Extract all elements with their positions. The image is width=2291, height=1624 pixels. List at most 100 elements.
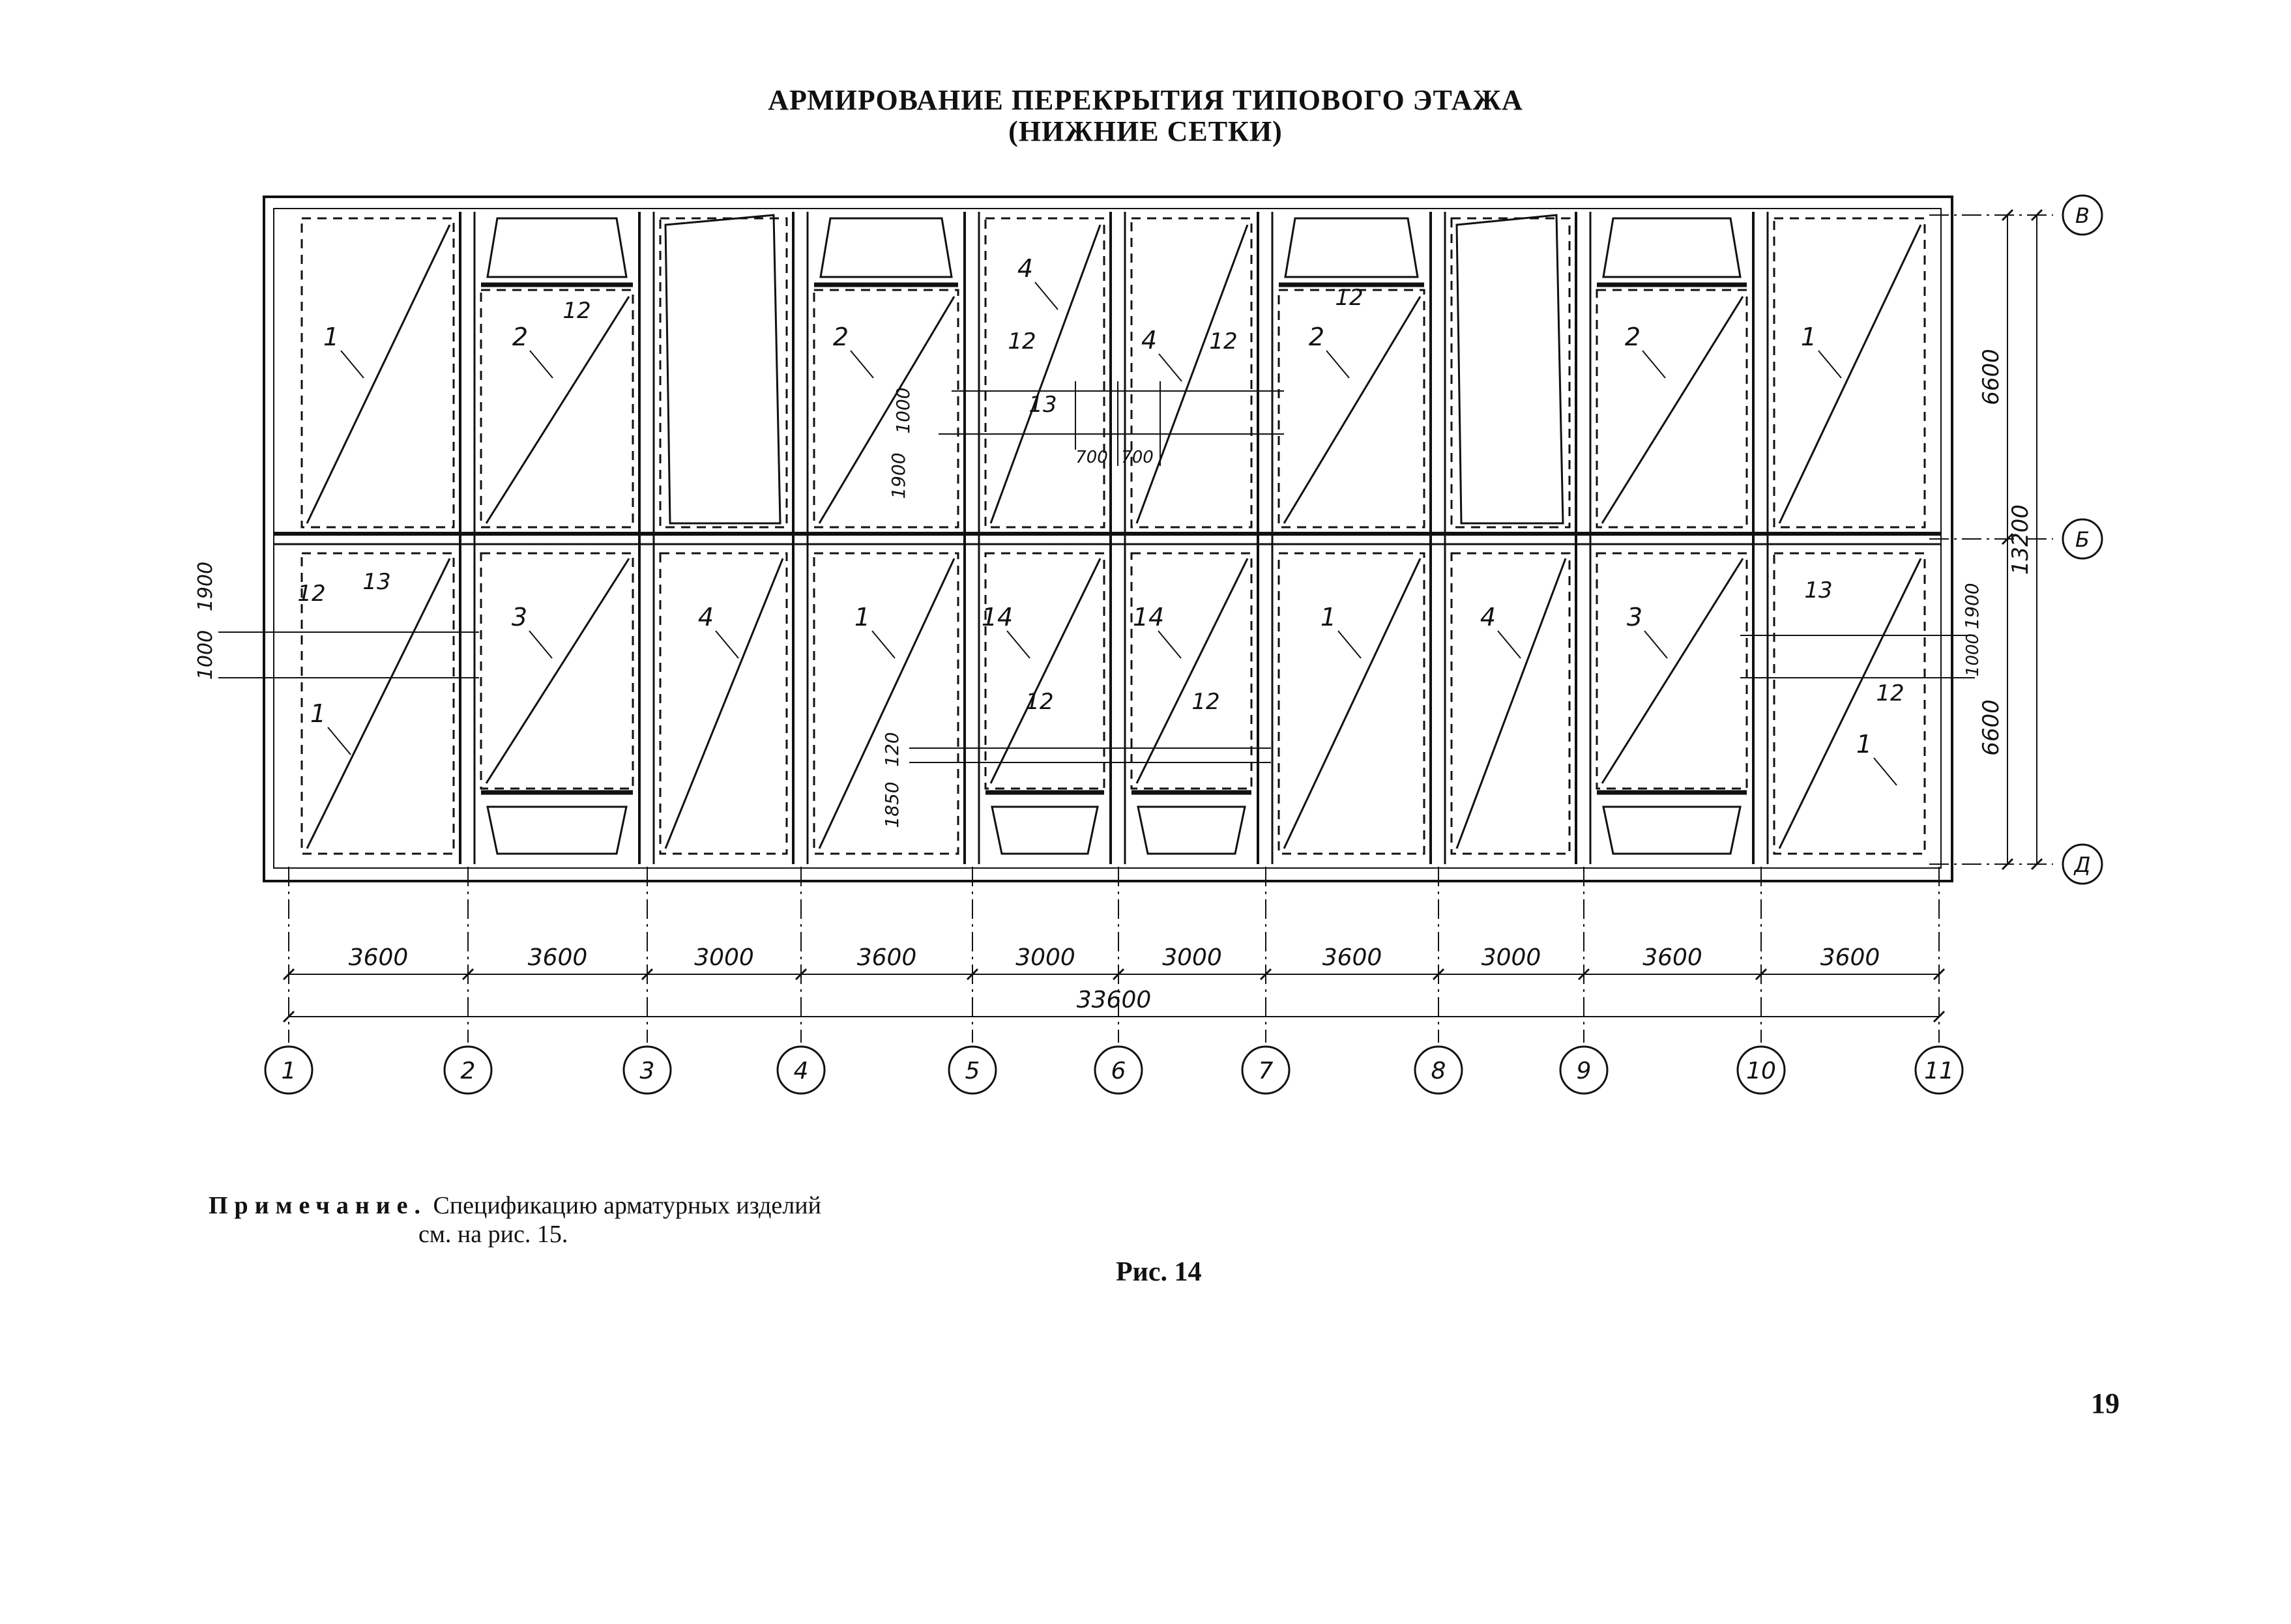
mesh-bottom-4 (813, 552, 959, 855)
mesh-bottom-9 (1596, 552, 1748, 790)
mesh-bottom-2 (480, 552, 634, 790)
axis-label-6: 6 (1111, 1058, 1126, 1084)
span-dimension-1: 3600 (349, 944, 409, 971)
dim-tick (2030, 209, 2043, 222)
mesh-mark-bottom-6: 14 (1133, 603, 1164, 631)
mesh-top-6 (1130, 217, 1253, 529)
edge-mesh-bottom-9 (1602, 805, 1742, 855)
misc-mark-9: 13 (1029, 392, 1057, 418)
mesh-bottom-10 (1773, 552, 1926, 855)
local-dimension-2: 1000 (194, 630, 217, 680)
dim-tick (795, 968, 808, 981)
span-dimension-5: 3000 (1015, 944, 1075, 971)
dim-tick (1933, 968, 1946, 981)
axis-label-1: 1 (282, 1058, 297, 1084)
axis-label-4: 4 (794, 1058, 809, 1084)
mesh-bottom-5 (984, 552, 1105, 790)
span-dimension-2: 3600 (528, 944, 588, 971)
axis-bubble-6 (1094, 1045, 1143, 1095)
edge-mesh-bottom-2 (486, 805, 628, 855)
span-dimension-3: 3000 (694, 944, 754, 971)
mesh-top-diagonal-1 (306, 224, 451, 524)
dim-tick (2001, 858, 2014, 871)
axis-bubble-5 (948, 1045, 997, 1095)
dim-tick (1259, 968, 1272, 981)
mesh-bottom-diagonal-5 (989, 558, 1102, 784)
mesh-top-3 (659, 217, 788, 529)
edge-mesh-top-7 (1284, 217, 1419, 278)
mesh-mark-top-1: 1 (323, 323, 339, 351)
mesh-top-diagonal-6 (1135, 224, 1249, 524)
slab-inner-outline (273, 208, 1942, 869)
mesh-bottom-diagonal-6 (1135, 558, 1249, 784)
leader (1006, 630, 1030, 659)
axis-label-7: 7 (1259, 1058, 1274, 1084)
mesh-top-diagonal-5 (989, 224, 1102, 524)
span-dimension-7: 3600 (1322, 944, 1382, 971)
note-text-line2: см. на рис. 15. (418, 1221, 568, 1248)
mesh-mark-bottom-7: 1 (1321, 603, 1336, 631)
mesh-top-10 (1773, 217, 1926, 529)
mesh-mark-top-2: 2 (512, 323, 528, 351)
leader (1818, 350, 1842, 379)
dim-tick (1933, 1010, 1946, 1023)
local-dimension-10: 700 (1121, 448, 1154, 467)
dim-tick (1577, 968, 1590, 981)
row-bubble-2 (2062, 518, 2103, 560)
mesh-mark-top-7: 2 (1625, 323, 1641, 351)
mesh-top-4 (813, 289, 959, 529)
misc-mark-6: 12 (1025, 689, 1053, 715)
mesh-bottom-diagonal-9 (1601, 558, 1744, 784)
misc-mark-8: 12 (1876, 680, 1904, 706)
leader (1497, 630, 1521, 659)
row-bubble-1 (2062, 194, 2103, 236)
mesh-top-diagonal-7 (1283, 296, 1422, 524)
local-dimension-1: 1900 (194, 562, 217, 611)
dim-tick (2001, 209, 2014, 222)
note: Примечание. Спецификацию арматурных изде… (209, 1191, 821, 1220)
edge-mesh-top-2 (486, 217, 628, 278)
total-dimension: 33600 (1077, 987, 1152, 1013)
mesh-mark-top-3: 2 (833, 323, 849, 351)
local-dimension-5: 1900 (1961, 583, 1983, 629)
leader (1158, 353, 1182, 382)
slab-outline (263, 196, 1953, 882)
trapezoid-mesh-top-3 (664, 214, 781, 525)
axis-bubble-11 (1914, 1045, 1964, 1095)
mesh-mark-bottom-5: 14 (982, 603, 1013, 631)
leader (340, 350, 364, 379)
misc-mark-11: 13 (1804, 577, 1832, 603)
row-axis-label-1: В (2075, 203, 2090, 228)
leader (1642, 350, 1666, 379)
mesh-bottom-diagonal-1 (306, 558, 451, 849)
misc-mark-2: 12 (1008, 328, 1036, 355)
mesh-mark-bottom-1: 1 (310, 699, 326, 728)
leader (1337, 630, 1362, 659)
drawing-title: АРМИРОВАНИЕ ПЕРЕКРЫТИЯ ТИПОВОГО ЭТАЖА (768, 84, 1523, 116)
mesh-mark-bottom-2: 3 (512, 603, 527, 631)
axis-label-8: 8 (1431, 1058, 1446, 1084)
dim-tick (2030, 858, 2043, 871)
span-dimension-10: 3600 (1820, 944, 1880, 971)
misc-mark-3: 12 (1209, 328, 1237, 355)
edge-mesh-top-9 (1602, 217, 1742, 278)
axis-bubble-1 (264, 1045, 314, 1095)
axis-label-5: 5 (965, 1058, 980, 1084)
mesh-top-diagonal-10 (1778, 224, 1922, 524)
axis-label-9: 9 (1577, 1058, 1592, 1084)
leader (1873, 757, 1897, 786)
misc-mark-10: 13 (362, 569, 390, 595)
misc-mark-7: 12 (1191, 689, 1219, 715)
axis-label-3: 3 (640, 1058, 655, 1084)
figure-caption: Рис. 14 (1116, 1257, 1202, 1287)
row-total-dimension: 13200 (2007, 504, 2034, 575)
mesh-bottom-8 (1450, 552, 1571, 855)
drawing-subtitle: (НИЖНИЕ СЕТКИ) (1008, 115, 1283, 147)
mesh-bottom-diagonal-10 (1778, 558, 1922, 849)
row-bubble-3 (2062, 843, 2103, 885)
axis-bubble-4 (776, 1045, 826, 1095)
axis-bubble-7 (1241, 1045, 1291, 1095)
span-dimension-6: 3000 (1162, 944, 1222, 971)
span-dimension-8: 3000 (1481, 944, 1541, 971)
